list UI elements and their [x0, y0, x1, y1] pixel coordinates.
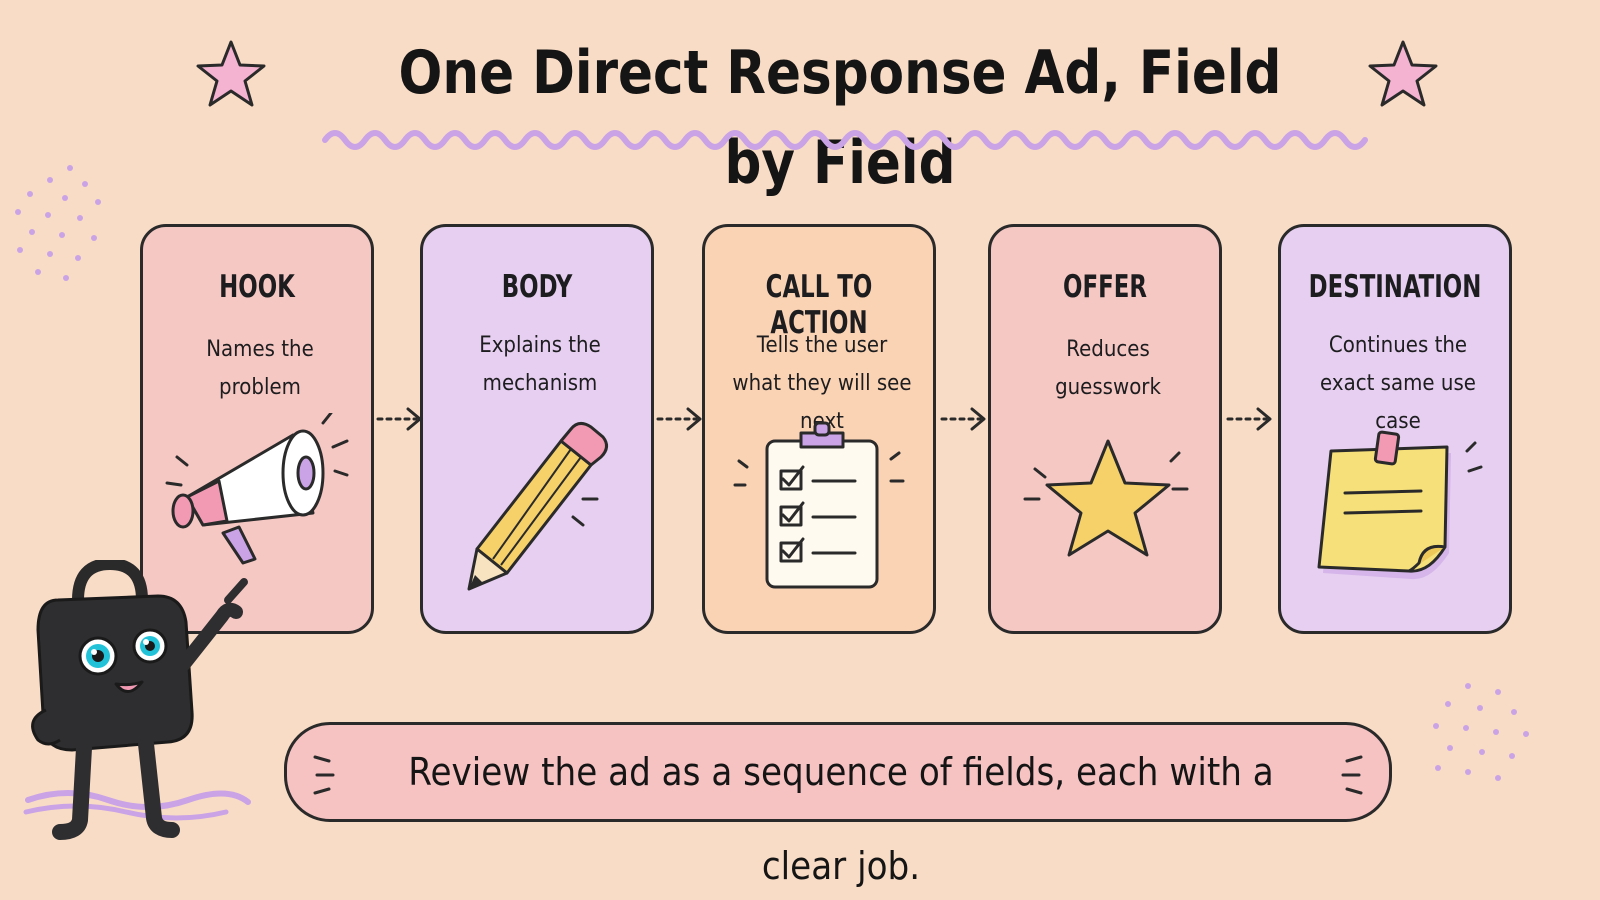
flow-arrow-4	[1226, 407, 1272, 431]
card-description: Names the problem	[206, 337, 314, 400]
card-hook: HOOK Names the problem	[140, 224, 374, 634]
decorative-dots-right	[1433, 683, 1529, 781]
card-destination: DESTINATION Continues the exact same use…	[1278, 224, 1512, 634]
banner-right-mark	[1341, 755, 1363, 795]
clipboard-checklist-icon	[733, 421, 905, 589]
card-description: Tells the user what they will see next	[732, 333, 912, 434]
megaphone-icon	[165, 413, 349, 565]
card-call-to-action: CALL TO ACTION Tells the user what they …	[702, 224, 936, 634]
card-title: HOOK	[219, 269, 295, 305]
sticky-note-icon	[1317, 430, 1483, 580]
page-title: One Direct Response Ad, Field by Field	[398, 38, 1282, 198]
banner-text: Review the ad as a sequence of fields, e…	[408, 750, 1274, 888]
card-offer: OFFER Reduces guesswork	[988, 224, 1222, 634]
summary-banner: Review the ad as a sequence of fields, e…	[284, 722, 1392, 888]
padlock-mascot-illustration	[23, 560, 251, 840]
card-title: CALL TO ACTION	[765, 269, 873, 341]
right-star-icon	[1368, 40, 1438, 107]
card-description: Explains the mechanism	[479, 333, 601, 396]
card-body: BODY Explains the mechanism	[420, 224, 654, 634]
flow-arrow-1	[376, 407, 422, 431]
decorative-dots-left	[15, 165, 101, 281]
card-description: Continues the exact same use case	[1320, 333, 1476, 434]
card-title: OFFER	[1063, 269, 1147, 305]
card-description: Reduces guesswork	[1055, 337, 1161, 400]
card-title: BODY	[501, 269, 573, 305]
card-title: DESTINATION	[1308, 269, 1482, 305]
pencil-icon	[467, 422, 608, 591]
flow-arrow-3	[940, 407, 986, 431]
star-icon	[1023, 439, 1189, 557]
banner-left-mark	[313, 755, 335, 795]
flow-arrow-2	[656, 407, 702, 431]
left-star-icon	[196, 40, 266, 107]
title-underline-squiggle	[322, 130, 1368, 150]
